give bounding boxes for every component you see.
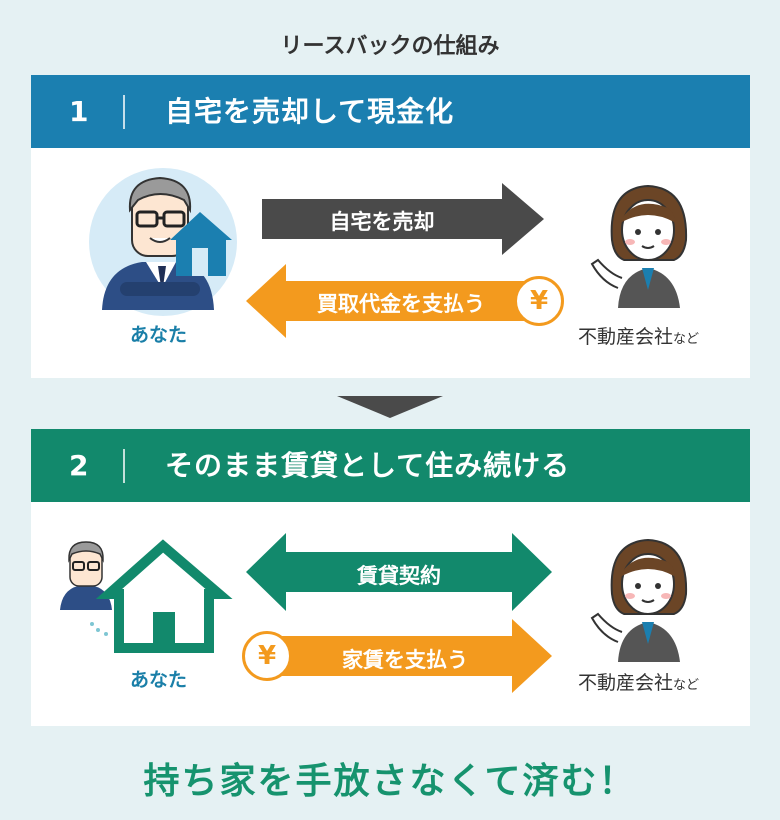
business-woman-illustration (590, 538, 688, 662)
step-2-header: 2 そのまま賃貸として住み続ける (31, 429, 750, 502)
small-senior-man-illustration (60, 541, 112, 636)
step-1-divider (123, 95, 125, 129)
step-2-number: 2 (69, 449, 89, 482)
step-1-you-label: あなた (130, 324, 188, 346)
step-2-company-label: 不動産会社など (578, 668, 699, 695)
sell-house-arrow-label: 自宅を売却 (329, 210, 435, 234)
green-house-icon (95, 539, 233, 653)
diagram-title: リースバックの仕組み (280, 34, 500, 59)
yen-icon: ¥ (242, 631, 292, 681)
step-1-company-suffix: など (673, 332, 700, 347)
step-2-divider (123, 449, 125, 483)
senior-man-illustration (89, 168, 237, 316)
step-2-company-suffix: など (673, 678, 700, 693)
business-woman-illustration (590, 184, 688, 308)
step-1-company-name: 不動産会社 (578, 326, 674, 348)
sell-house-arrow (262, 183, 544, 255)
lease-contract-arrow (246, 533, 552, 611)
conclusion-text: 持ち家を手放さなくて済む！ (143, 761, 637, 802)
yen-icon: ¥ (514, 276, 564, 326)
down-triangle-arrow (337, 396, 443, 418)
purchase-price-arrow (246, 264, 546, 338)
step-2-company-name: 不動産会社 (578, 672, 674, 694)
pay-rent-arrow (262, 619, 552, 693)
step-1-number: 1 (69, 95, 89, 128)
step-2-heading: そのまま賃貸として住み続ける (165, 449, 571, 482)
lease-contract-arrow-label: 賃貸契約 (357, 564, 441, 588)
pay-rent-arrow-label: 家賃を支払う (342, 648, 468, 672)
step-1-company-label: 不動産会社など (578, 322, 699, 349)
purchase-price-arrow-label: 買取代金を支払う (317, 292, 485, 316)
step-1-heading: 自宅を売却して現金化 (165, 95, 455, 128)
step-2-you-label: あなた (130, 669, 188, 691)
step-1-header: 1 自宅を売却して現金化 (31, 75, 750, 148)
